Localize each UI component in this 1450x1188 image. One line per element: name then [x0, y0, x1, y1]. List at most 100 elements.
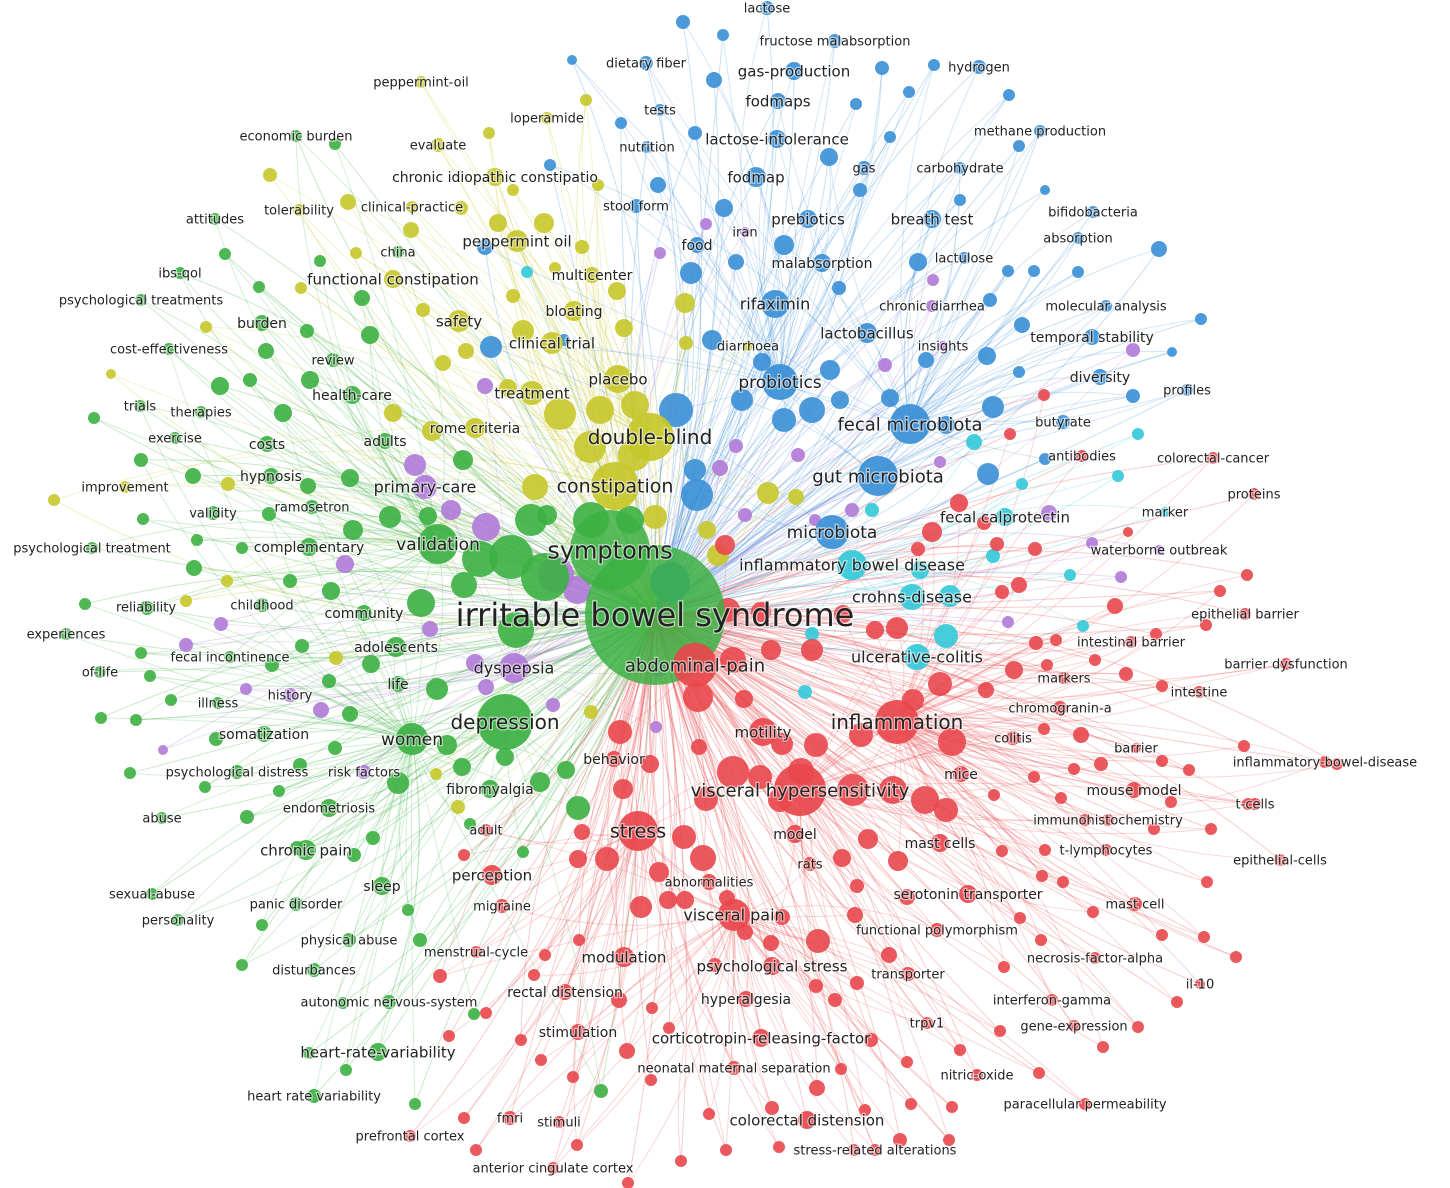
network-node-dot [865, 503, 879, 517]
network-link [877, 389, 1188, 477]
node-label: necrosis-factor-alpha [1027, 952, 1163, 967]
network-link [779, 167, 961, 383]
network-link [654, 389, 1188, 616]
network-link [490, 346, 781, 383]
network-node-dot [886, 617, 908, 639]
network-node [740, 227, 750, 237]
node-label: validation [396, 535, 480, 555]
network-node-dot [1029, 636, 1043, 650]
node-circle [763, 957, 781, 975]
network-link [295, 135, 611, 551]
network-link [458, 320, 651, 438]
network-node [390, 676, 406, 692]
node-label: functional constipation [307, 270, 479, 288]
network-node-dot [1028, 265, 1040, 277]
node-label: improvement [81, 481, 168, 496]
network-link [135, 543, 439, 721]
network-node [938, 341, 948, 351]
network-link [694, 394, 1045, 666]
network-link [177, 738, 413, 921]
network-node-dot [875, 61, 889, 75]
network-link [777, 100, 911, 425]
network-link [439, 914, 735, 977]
network-node-dot [928, 59, 940, 71]
network-link [682, 21, 782, 383]
network-link [268, 513, 439, 547]
network-node-dot [798, 685, 812, 699]
network-link [654, 34, 724, 616]
node-circle [746, 167, 766, 187]
network-link [513, 512, 1050, 669]
network-link [896, 721, 1190, 771]
network-node [206, 506, 220, 520]
network-link [549, 164, 781, 383]
node-circle [1160, 507, 1170, 517]
network-link [205, 326, 616, 487]
node-circle [1207, 452, 1219, 464]
network-link [263, 722, 413, 740]
node-label: life [387, 677, 408, 693]
network-link [799, 789, 1139, 1028]
node-circle [591, 462, 639, 510]
node-label: placebo [588, 370, 647, 388]
node-label: fmri [497, 1112, 523, 1127]
node-circle [506, 230, 528, 252]
node-label: colorectal distension [730, 1111, 885, 1129]
network-link [484, 246, 781, 383]
node-circle [195, 406, 207, 418]
network-node [369, 1043, 387, 1061]
network-link [345, 721, 506, 1071]
network-link [896, 721, 1212, 830]
network-node [761, 290, 789, 318]
network-node [738, 991, 754, 1007]
node-label: malabsorption [772, 256, 873, 272]
node-label: mice [944, 767, 978, 783]
network-node [448, 310, 470, 332]
network-node [1084, 329, 1100, 345]
network-link [149, 675, 413, 740]
network-node-dot [654, 247, 666, 259]
node-circle [1319, 756, 1331, 768]
network-node [584, 267, 600, 283]
node-label: economic burden [240, 130, 353, 145]
network-link [799, 789, 1205, 938]
node-circle [584, 267, 600, 283]
network-node [119, 481, 131, 493]
node-label: double-blind [588, 425, 713, 449]
network-node [406, 201, 418, 213]
node-circle [618, 811, 658, 851]
network-link [140, 459, 439, 545]
network-node-dot [650, 721, 662, 733]
network-node-dot [483, 127, 495, 139]
network-link [140, 652, 413, 740]
node-label: irritable bowel syndrome [456, 596, 855, 634]
network-link [799, 789, 1094, 913]
network-link [909, 199, 961, 425]
network-link [348, 738, 413, 941]
network-link [168, 348, 413, 740]
network-node-dot [805, 627, 819, 641]
network-link [170, 699, 413, 740]
network-link [733, 905, 938, 931]
network-link [694, 664, 898, 723]
network-link [896, 721, 1075, 1027]
node-circle [938, 341, 948, 351]
network-node-dot [676, 891, 694, 909]
network-link [896, 721, 1082, 739]
network-node-dot [858, 829, 878, 849]
network-link [851, 433, 1139, 566]
node-label: illness [198, 697, 239, 712]
network-node [1207, 452, 1219, 464]
network-node-dot [1151, 241, 1167, 257]
network-node-dot [845, 503, 859, 517]
network-node-dot [437, 735, 457, 755]
node-label: mast cells [905, 836, 976, 852]
network-link [646, 614, 727, 1151]
network-node-dot [337, 997, 349, 1009]
node-label: health-care [312, 388, 392, 404]
network-node-dot [343, 520, 363, 540]
node-label: lactose [744, 2, 791, 17]
network-node-dot [546, 698, 560, 712]
network-link [558, 914, 735, 1123]
network-node-dot [937, 416, 955, 434]
